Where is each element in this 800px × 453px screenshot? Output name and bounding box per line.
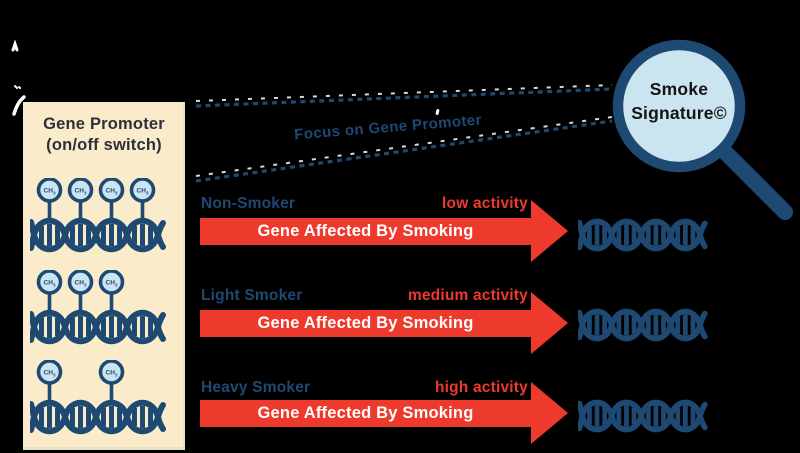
panel-title-line2: (on/off switch) <box>46 136 162 154</box>
svg-text:CH3: CH3 <box>44 188 56 196</box>
magnifier-label-line1: Smoke <box>649 79 709 99</box>
methyl-group-icon: CH3 <box>67 178 94 220</box>
svg-text:CH3: CH3 <box>75 188 87 196</box>
methylated-dna-row-2: CH3 CH3 CH3 <box>30 270 170 346</box>
svg-text:CH3: CH3 <box>106 188 118 196</box>
row-labels-non-smoker: Non-Smoker low activity <box>201 195 528 213</box>
panel-title-line1: Gene Promoter <box>43 115 165 133</box>
svg-text:CH3: CH3 <box>75 280 87 288</box>
arrow-head-icon <box>531 382 568 444</box>
methyl-group-icon: CH3 <box>98 178 125 220</box>
methyl-group-icon: CH3 <box>129 178 156 220</box>
gene-arrow: Gene Affected By Smoking <box>200 310 531 337</box>
focus-funnel-dashes <box>195 84 613 183</box>
magnifier-icon <box>612 39 793 220</box>
dna-helix-icon <box>578 306 712 344</box>
panel-title: Gene Promoter (on/off switch) <box>23 114 185 156</box>
methyl-group-icon: CH3 <box>98 270 125 312</box>
arrow-head-icon <box>531 292 568 354</box>
methylated-dna-row-3: CH3 CH3 <box>30 360 170 436</box>
svg-text:CH3: CH3 <box>137 188 149 196</box>
arrow-head-icon <box>531 200 568 262</box>
methyl-group-icon: CH3 <box>36 360 63 402</box>
smoker-label: Light Smoker <box>201 287 303 304</box>
gene-promoter-panel: Gene Promoter (on/off switch) CH3 CH3 CH… <box>23 102 185 450</box>
activity-label: high activity <box>434 379 528 396</box>
methyl-group-icon: CH3 <box>98 360 125 402</box>
dna-helix-icon <box>31 221 163 250</box>
methyl-group-icon: CH3 <box>36 178 63 220</box>
dna-helix-icon <box>578 216 712 254</box>
row-labels-heavy-smoker: Heavy Smoker high activity <box>201 379 528 397</box>
dna-helix-icon <box>31 313 163 342</box>
gene-arrow: Gene Affected By Smoking <box>200 218 531 245</box>
svg-text:CH3: CH3 <box>106 370 118 378</box>
activity-label: medium activity <box>407 287 528 304</box>
svg-text:CH3: CH3 <box>44 370 56 378</box>
methyl-group-icon: CH3 <box>36 270 63 312</box>
activity-label: low activity <box>442 195 528 212</box>
magnifier-label: Smoke Signature© <box>612 77 746 125</box>
magnifier-label-line2: Signature© <box>631 103 727 123</box>
methylated-dna-row-1: CH3 CH3 CH3 CH3 <box>30 178 170 254</box>
sparkle-accents-icon <box>11 40 26 116</box>
svg-text:CH3: CH3 <box>106 280 118 288</box>
dna-helix-icon <box>31 403 163 432</box>
svg-text:CH3: CH3 <box>44 280 56 288</box>
dna-helix-icon <box>578 397 712 435</box>
gene-arrow: Gene Affected By Smoking <box>200 400 531 427</box>
methyl-group-icon: CH3 <box>67 270 94 312</box>
smoker-label: Non-Smoker <box>201 195 296 212</box>
row-labels-light-smoker: Light Smoker medium activity <box>201 287 528 305</box>
smoker-label: Heavy Smoker <box>201 379 311 396</box>
